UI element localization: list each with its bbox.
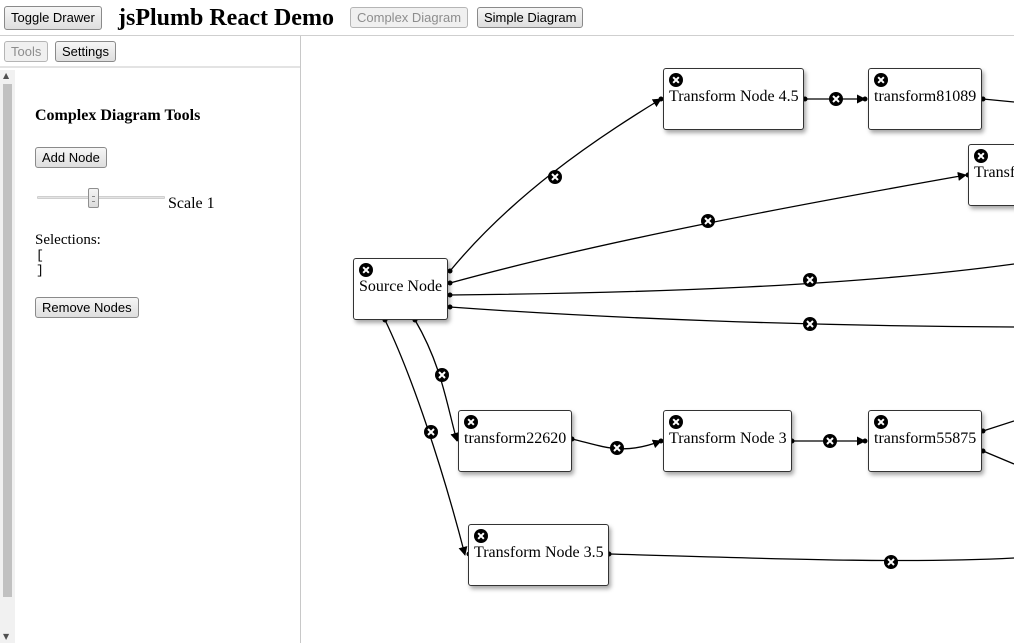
close-circle-icon[interactable] <box>874 73 888 87</box>
node-label: transform22620 <box>464 430 567 447</box>
tab-tools[interactable]: Tools <box>4 41 49 62</box>
diagram-canvas[interactable]: Source Node Transform Node 4.5 transform… <box>302 36 1014 643</box>
close-circle-icon[interactable] <box>829 92 843 106</box>
node-transform-3[interactable]: Transform Node 3 <box>663 410 792 472</box>
close-circle-icon[interactable] <box>359 263 373 277</box>
node-transform55875[interactable]: transform55875 <box>868 410 982 472</box>
node-label: transform81089 <box>874 88 977 105</box>
edge-source-t35[interactable] <box>384 319 468 556</box>
add-node-button[interactable]: Add Node <box>35 147 107 168</box>
scroll-up-icon[interactable]: ▲ <box>3 71 10 80</box>
close-circle-icon[interactable] <box>669 73 683 87</box>
close-circle-icon[interactable] <box>424 425 438 439</box>
close-circle-icon[interactable] <box>803 273 817 287</box>
simple-diagram-button[interactable]: Simple Diagram <box>477 7 584 28</box>
node-transform-3-5[interactable]: Transform Node 3.5 <box>468 524 609 586</box>
scale-slider-thumb[interactable] <box>88 188 99 208</box>
remove-nodes-button[interactable]: Remove Nodes <box>35 297 139 318</box>
page-title: jsPlumb React Demo <box>118 5 334 31</box>
edge-t55875-off-2[interactable] <box>982 450 1014 465</box>
drawer: Tools Settings ▲ ▼ Complex Diagram Tools… <box>0 36 301 643</box>
complex-diagram-button[interactable]: Complex Diagram <box>350 7 469 28</box>
edge-remove-buttons <box>424 92 898 569</box>
toggle-drawer-button[interactable]: Toggle Drawer <box>4 6 102 30</box>
edge-layer <box>382 92 1014 569</box>
node-transform-right[interactable]: Transf <box>968 144 1014 206</box>
edge-t55875-off-1[interactable] <box>982 420 1014 432</box>
close-circle-icon[interactable] <box>669 415 683 429</box>
node-label: transform55875 <box>874 430 977 447</box>
scale-label: Scale 1 <box>168 195 215 212</box>
edge-source-t22620[interactable] <box>414 319 460 442</box>
edge-t35-offscreen[interactable] <box>608 553 1014 562</box>
close-circle-icon[interactable] <box>464 415 478 429</box>
header-divider <box>0 35 1014 36</box>
scroll-down-icon[interactable]: ▼ <box>3 632 10 641</box>
close-circle-icon[interactable] <box>874 415 888 429</box>
node-source[interactable]: Source Node <box>353 258 448 320</box>
scale-slider-track[interactable] <box>37 196 165 199</box>
close-circle-icon[interactable] <box>610 441 624 455</box>
node-label: Transform Node 3 <box>669 430 787 447</box>
close-circle-icon[interactable] <box>435 368 449 382</box>
edge-t81089-right[interactable] <box>982 98 1014 103</box>
close-circle-icon[interactable] <box>803 317 817 331</box>
edge-source-offscreen-1[interactable] <box>449 263 1014 296</box>
close-circle-icon[interactable] <box>823 434 837 448</box>
selections-close-bracket: ] <box>36 263 44 278</box>
drawer-scrollbar-thumb[interactable] <box>3 84 12 597</box>
node-label: Source Node <box>359 278 443 295</box>
close-circle-icon[interactable] <box>974 149 988 163</box>
edge-source-offscreen-2[interactable] <box>449 306 1014 328</box>
drawer-scrollbar[interactable]: ▲ ▼ <box>0 70 15 643</box>
tab-settings[interactable]: Settings <box>55 41 116 62</box>
node-label: Transform Node 4.5 <box>669 88 799 105</box>
selections-open-bracket: [ <box>36 248 44 263</box>
edge-source-tright[interactable] <box>449 171 967 284</box>
close-circle-icon[interactable] <box>548 170 562 184</box>
node-transform22620[interactable]: transform22620 <box>458 410 572 472</box>
node-label: Transf <box>974 164 1014 181</box>
close-circle-icon[interactable] <box>701 214 715 228</box>
close-circle-icon[interactable] <box>474 529 488 543</box>
node-label: Transform Node 3.5 <box>474 544 604 561</box>
edge-source-t45[interactable] <box>449 98 662 272</box>
close-circle-icon[interactable] <box>884 555 898 569</box>
selections-label: Selections: <box>35 232 101 248</box>
node-transform-4-5[interactable]: Transform Node 4.5 <box>663 68 804 130</box>
tab-divider <box>0 66 300 68</box>
node-transform81089[interactable]: transform81089 <box>868 68 982 130</box>
tools-heading: Complex Diagram Tools <box>35 107 201 124</box>
